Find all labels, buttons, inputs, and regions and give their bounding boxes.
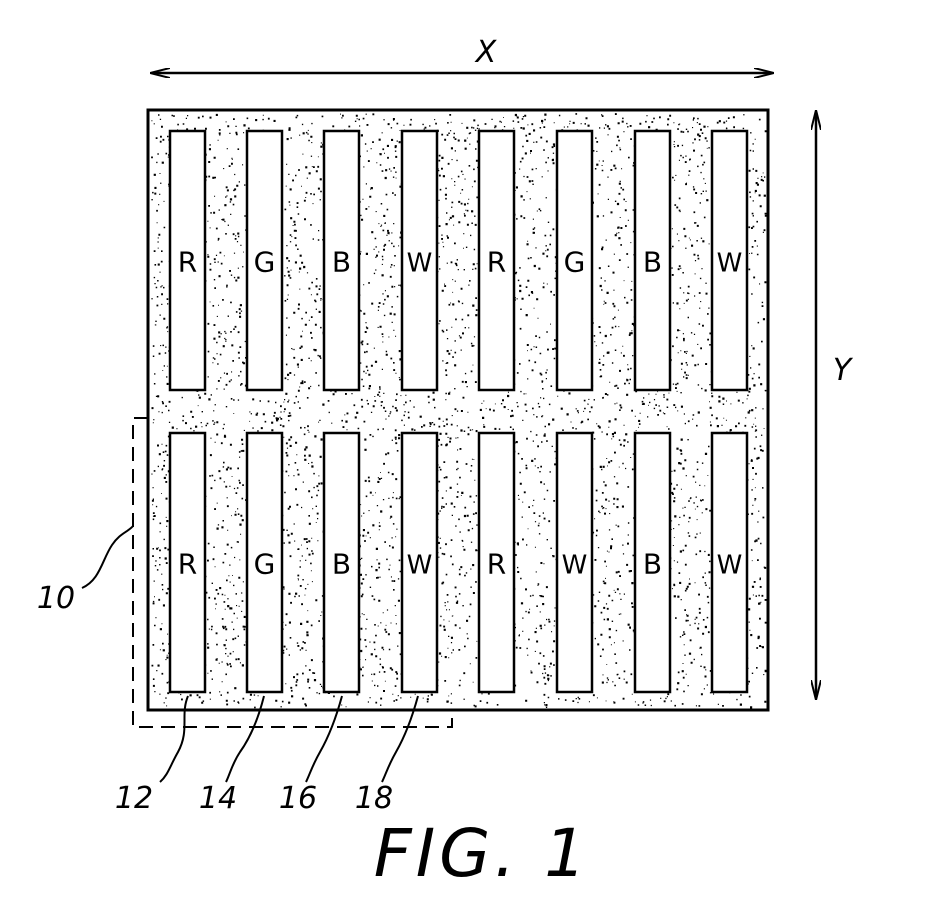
subpixel-color-label: W — [717, 249, 743, 279]
display-panel — [148, 110, 768, 710]
y-axis-label: Y — [833, 353, 854, 388]
subpixel-color-label: G — [564, 246, 586, 279]
subpixel-color-label: G — [254, 246, 276, 279]
subpixel-ref-16: 16 — [279, 781, 317, 816]
subpixel-color-label: G — [254, 548, 276, 581]
subpixel-color-label: R — [178, 246, 197, 279]
subpixel-color-label: R — [487, 246, 506, 279]
subpixel-color-label: R — [178, 548, 197, 581]
subpixel-ref-14: 14 — [199, 781, 237, 816]
subpixel-color-label: W — [407, 551, 433, 581]
pixel-group-ref-label: 10 — [37, 581, 75, 616]
pixel-group-leader — [82, 526, 133, 588]
x-axis-label: X — [474, 35, 498, 70]
subpixel-color-label: W — [562, 551, 588, 581]
subpixel-ref-18: 18 — [355, 781, 393, 816]
subpixel-color-label: W — [717, 551, 743, 581]
subpixel-color-label: R — [487, 548, 506, 581]
figure-caption: FIG. 1 — [374, 815, 591, 892]
subpixel-color-label: B — [332, 246, 351, 279]
subpixel-color-label: B — [643, 246, 662, 279]
subpixel-color-label: B — [643, 548, 662, 581]
subpixel-color-label: B — [332, 548, 351, 581]
subpixel-ref-12: 12 — [115, 781, 153, 816]
subpixel-color-label: W — [407, 249, 433, 279]
